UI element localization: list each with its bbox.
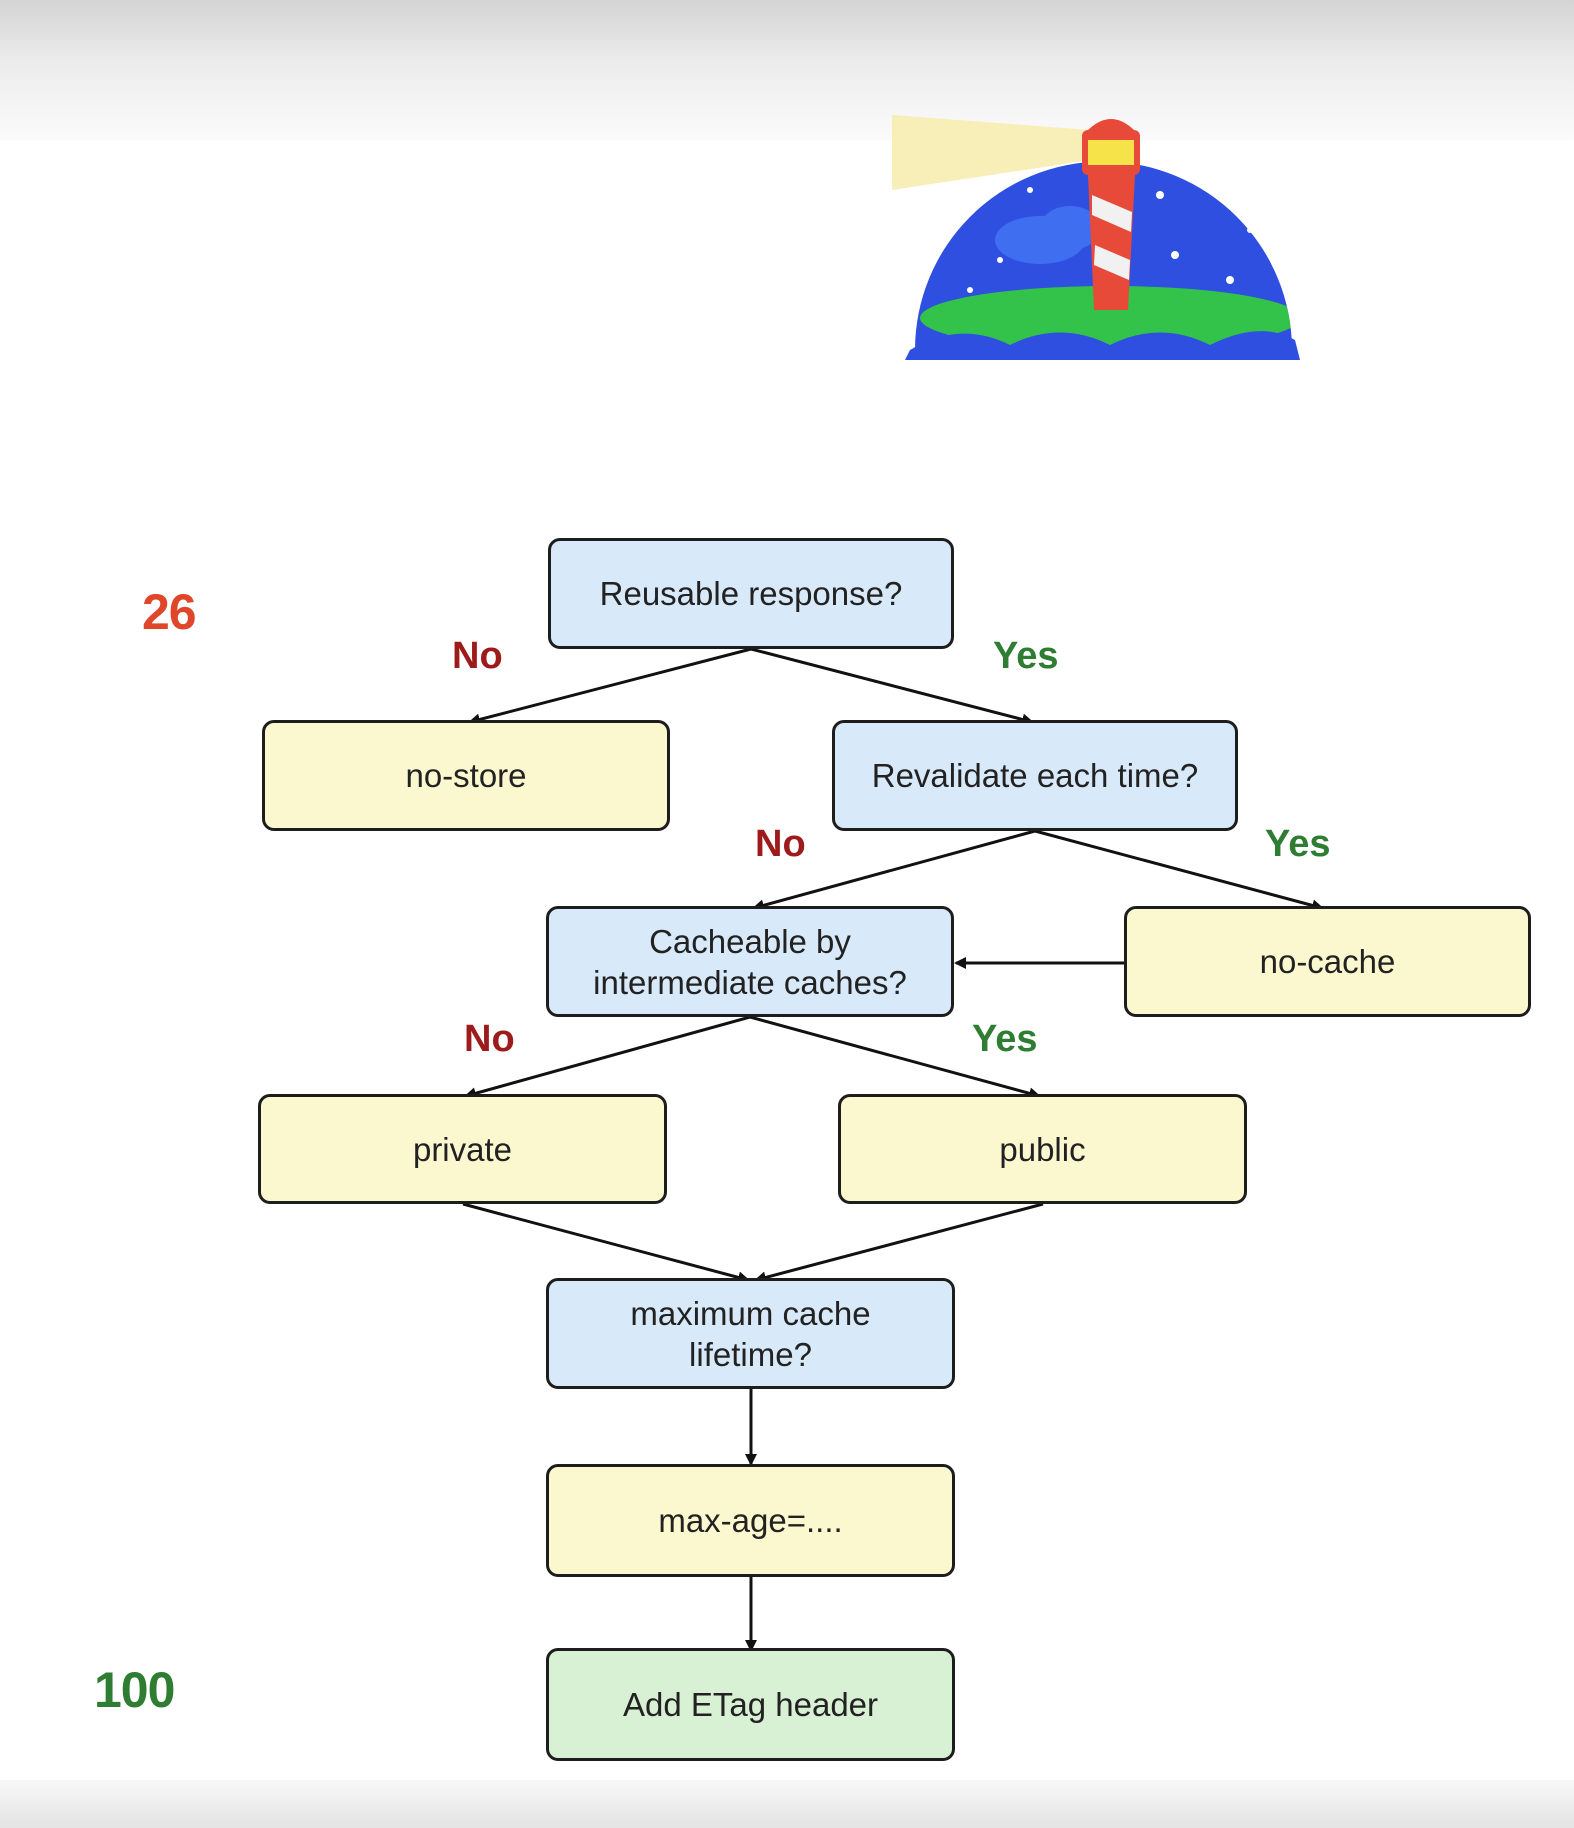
background-top-gradient bbox=[0, 0, 1574, 140]
label-reusable-yes: Yes bbox=[993, 635, 1059, 677]
node-add-etag-header: Add ETag header bbox=[546, 1648, 955, 1761]
edge-revalidate-to-no-cache bbox=[1034, 829, 1324, 912]
lighthouse-logo bbox=[892, 115, 1300, 360]
node-maximum-cache-lifetime: maximum cache lifetime? bbox=[546, 1278, 955, 1389]
edge-cacheable-to-private bbox=[464, 1015, 751, 1100]
score-high: 100 bbox=[94, 1662, 175, 1718]
edge-revalidate-to-cacheable bbox=[752, 829, 1036, 912]
label-revalidate-yes: Yes bbox=[1265, 823, 1331, 865]
node-max-age: max-age=.... bbox=[546, 1464, 955, 1577]
node-reusable-response: Reusable response? bbox=[548, 538, 954, 649]
node-private: private bbox=[258, 1094, 667, 1204]
edge-cacheable-to-public bbox=[749, 1015, 1041, 1100]
label-reusable-no: No bbox=[452, 635, 503, 677]
edge-reusable-to-no-store bbox=[468, 647, 752, 726]
edge-private-to-max-lifetime bbox=[462, 1202, 750, 1284]
node-cacheable-by-intermediate-caches: Cacheable by intermediate caches? bbox=[546, 906, 954, 1017]
background-bottom-gradient bbox=[0, 1780, 1574, 1828]
edge-public-to-max-lifetime bbox=[754, 1202, 1044, 1284]
edge-reusable-to-revalidate bbox=[750, 647, 1034, 726]
label-cacheable-no: No bbox=[464, 1018, 515, 1060]
score-low: 26 bbox=[142, 584, 197, 640]
node-no-cache: no-cache bbox=[1124, 906, 1531, 1017]
node-no-store: no-store bbox=[262, 720, 670, 831]
flowchart-edges bbox=[462, 647, 1324, 1652]
label-cacheable-yes: Yes bbox=[972, 1018, 1038, 1060]
node-revalidate-each-time: Revalidate each time? bbox=[832, 720, 1238, 831]
label-revalidate-no: No bbox=[755, 823, 806, 865]
node-public: public bbox=[838, 1094, 1247, 1204]
